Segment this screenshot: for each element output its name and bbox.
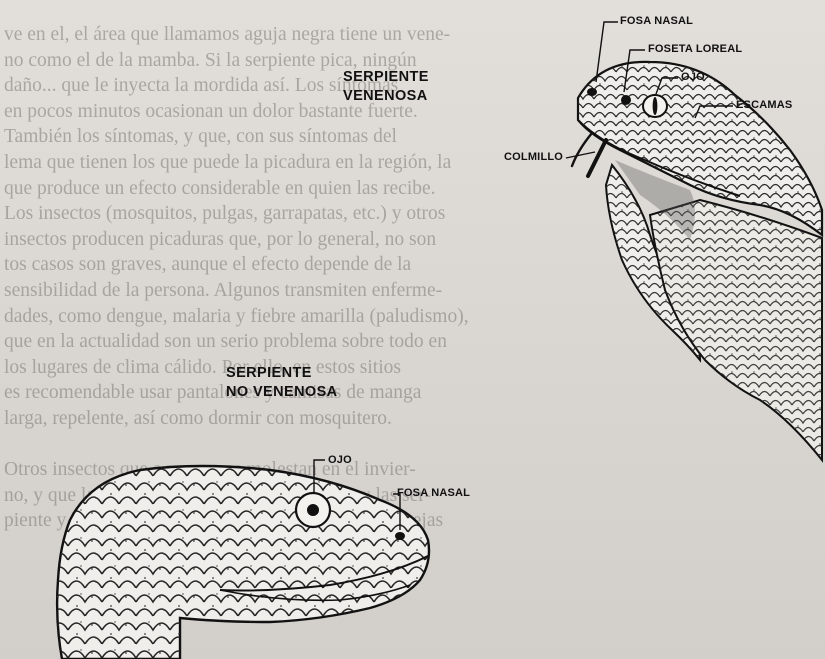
- label-fosa-nasal-nonvenomous: FOSA NASAL: [397, 487, 470, 499]
- venomous-snake-drawing: [572, 62, 822, 460]
- venomous-title-line2: VENENOSA: [343, 87, 429, 106]
- nonvenomous-title-line1: SERPIENTE: [226, 364, 338, 383]
- label-fosa-nasal-venomous: FOSA NASAL: [620, 15, 693, 27]
- nonvenomous-snake-drawing: [57, 466, 429, 659]
- nonvenomous-title: SERPIENTE NO VENENOSA: [226, 364, 338, 402]
- nonvenomous-title-line2: NO VENENOSA: [226, 383, 338, 402]
- label-foseta-loreal: FOSETA LOREAL: [648, 43, 742, 55]
- label-escamas: ESCAMAS: [736, 99, 792, 111]
- venomous-title: SERPIENTE VENENOSA: [343, 68, 429, 106]
- label-ojo-nonvenomous: OJO: [328, 454, 352, 466]
- label-colmillo: COLMILLO: [504, 151, 563, 163]
- label-ojo-venomous: OJO: [681, 71, 705, 83]
- venomous-title-line1: SERPIENTE: [343, 68, 429, 87]
